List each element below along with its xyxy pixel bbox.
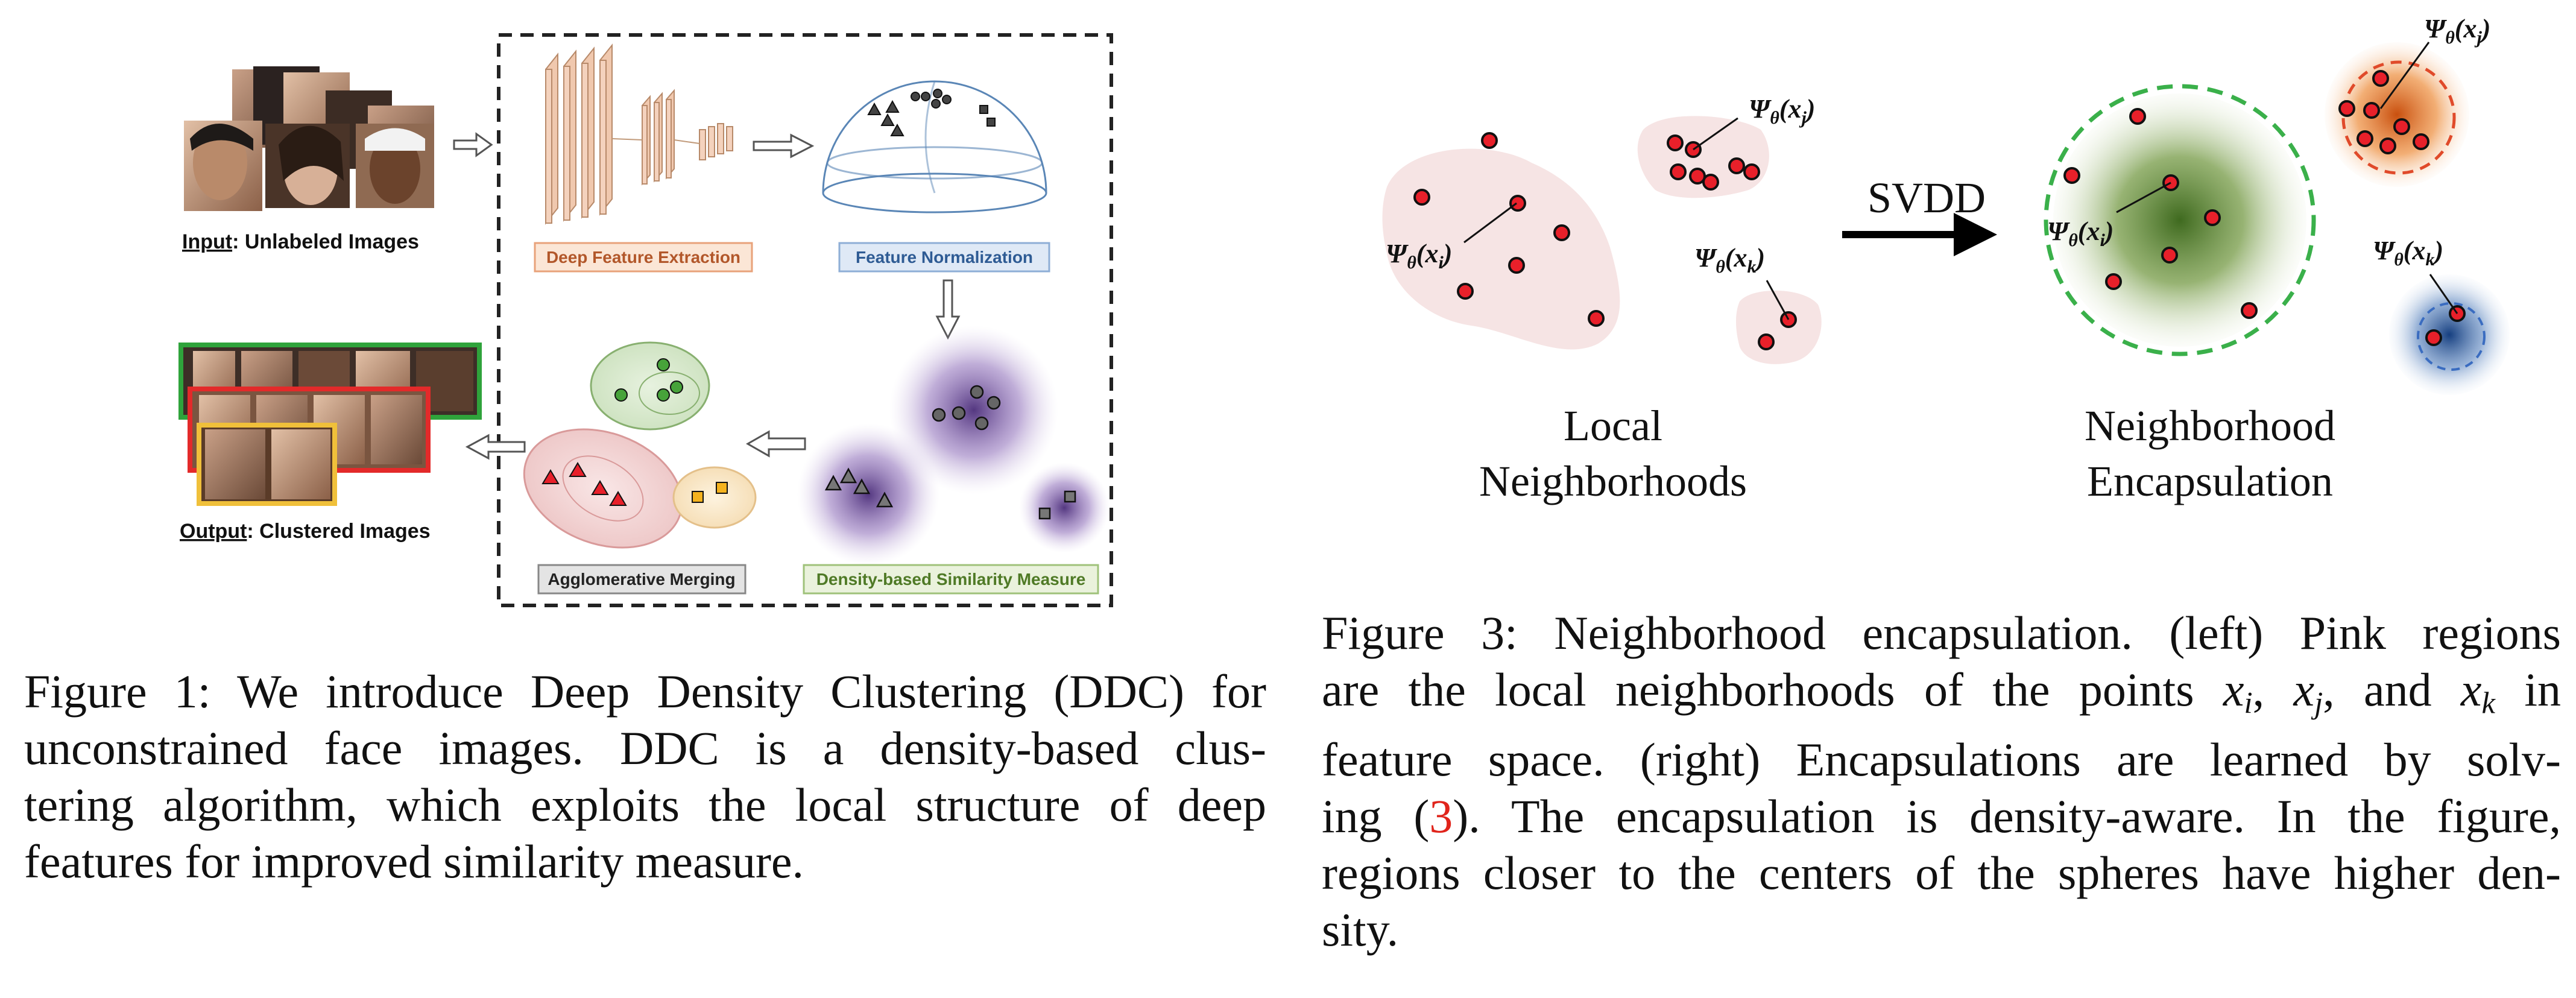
math-xk: xk bbox=[2460, 663, 2496, 720]
caption3-line: ing (3). The encapsulation is density-aw… bbox=[1322, 789, 2561, 842]
arrow-network-to-sphere bbox=[753, 133, 815, 159]
cnn-layers bbox=[545, 43, 733, 225]
neighborhood-region-i bbox=[1382, 148, 1620, 350]
caption3-line: regions closer to the centers of the sph… bbox=[1322, 846, 2561, 899]
figure-3: Ψθ(xi) Ψθ(xj) Ψθ(xk) Local Neighborhoods… bbox=[1382, 14, 2510, 505]
stage-label-box-feature-extraction bbox=[534, 242, 753, 273]
math-xi: xi bbox=[2223, 663, 2253, 720]
figure-3-caption: Figure 3: Neighborhood encapsulation. (l… bbox=[1322, 605, 2561, 958]
arrow-input-to-network bbox=[453, 132, 493, 157]
stage-label-feature-extraction: Deep Feature Extraction bbox=[546, 248, 740, 267]
merge-clusters bbox=[523, 341, 757, 549]
encapsulated-points bbox=[2063, 70, 2466, 346]
caption3-line: feature space. (right) Encapsulations ar… bbox=[1322, 733, 2561, 786]
local-points bbox=[1413, 132, 1797, 350]
figure-1: Input: Unlabeled Images bbox=[178, 33, 1113, 607]
caption1-line: tering algorithm, which exploits the loc… bbox=[24, 779, 1266, 831]
arrow-sphere-to-density bbox=[935, 279, 961, 340]
output-label: Output: Clustered Images bbox=[180, 520, 431, 543]
caption3-line: are the local neighborhoods of the point… bbox=[1322, 663, 2562, 720]
stage-label-normalization: Feature Normalization bbox=[856, 248, 1033, 267]
local-leader-lines bbox=[1463, 117, 1790, 320]
encapsulated-leader-lines bbox=[2116, 42, 2458, 314]
density-points bbox=[824, 385, 1076, 520]
sphere-green-boundary bbox=[2044, 84, 2316, 356]
equation-ref-link[interactable]: 3 bbox=[1429, 789, 1453, 842]
label-psi-xk-left: Ψθ(xk) bbox=[1694, 243, 1765, 277]
sphere-blue bbox=[2389, 274, 2510, 395]
output-image-groups: Output: Clustered Images bbox=[178, 343, 482, 543]
stage-label-box-merging bbox=[537, 564, 747, 595]
input-label: Input: Unlabeled Images bbox=[182, 230, 419, 253]
svdd-label: SVDD bbox=[1867, 174, 1986, 222]
label-psi-xj-left: Ψθ(xj) bbox=[1749, 94, 1815, 128]
label-psi-xi-left: Ψθ(xi) bbox=[1386, 239, 1452, 273]
left-title-line1: Local bbox=[1564, 402, 1662, 450]
figure-1-caption: Figure 1: We introduce Deep Density Clus… bbox=[24, 663, 1266, 890]
input-image-stack: Input: Unlabeled Images bbox=[182, 66, 434, 253]
right-title-line2: Encapsulation bbox=[2087, 457, 2333, 505]
arrow-merging-to-output bbox=[465, 434, 526, 460]
arrow-density-to-merging bbox=[745, 430, 806, 458]
label-psi-xk-right: Ψθ(xk) bbox=[2373, 236, 2443, 270]
caption3-line: Figure 3: Neighborhood encapsulation. (l… bbox=[1322, 607, 2561, 659]
caption1-line: unconstrained face images. DDC is a dens… bbox=[24, 722, 1266, 774]
stage-label-box-normalization bbox=[838, 242, 1050, 273]
stage-label-density: Density-based Similarity Measure bbox=[816, 570, 1086, 589]
right-title-line1: Neighborhood bbox=[2085, 402, 2335, 450]
stage-label-box-density bbox=[803, 564, 1099, 595]
feature-hemisphere bbox=[822, 80, 1047, 213]
sphere-orange-boundary bbox=[2341, 60, 2456, 175]
caption3-text: , and bbox=[2323, 663, 2432, 716]
caption3-line: sity. bbox=[1322, 903, 1399, 956]
left-title-line2: Neighborhoods bbox=[1479, 457, 1747, 505]
stage-label-merging: Agglomerative Merging bbox=[548, 570, 735, 589]
caption3-text: in bbox=[2524, 663, 2562, 716]
caption1-line: features for improved similarity measure… bbox=[24, 835, 804, 888]
hemisphere-points bbox=[867, 89, 996, 136]
caption1-line: Figure 1: We introduce Deep Density Clus… bbox=[24, 665, 1266, 718]
sphere-blue-boundary bbox=[2417, 302, 2486, 371]
caption3-text: are the local neighborhoods of the point… bbox=[1322, 663, 2194, 716]
density-blobs bbox=[797, 326, 1110, 566]
label-psi-xj-right: Ψθ(xj) bbox=[2424, 14, 2490, 48]
label-psi-xi-right: Ψθ(xi) bbox=[2047, 216, 2114, 250]
neighborhood-region-k bbox=[1735, 290, 1822, 364]
pipeline-frame bbox=[497, 33, 1113, 607]
math-xj: xj bbox=[2293, 663, 2323, 720]
